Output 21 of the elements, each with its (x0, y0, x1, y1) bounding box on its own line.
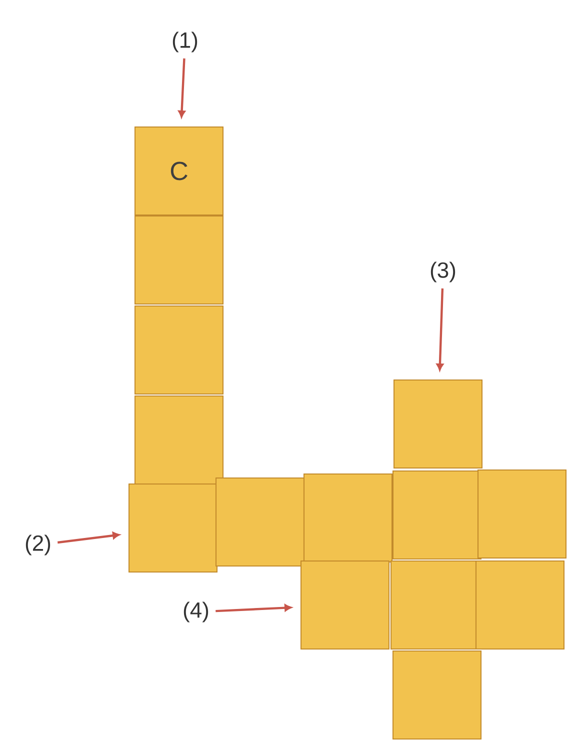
arrow (178, 58, 186, 118)
number-label: (3) (430, 262, 456, 282)
grid-cell: C (134, 126, 224, 216)
arrow (436, 288, 444, 371)
arrow (216, 604, 292, 612)
number-label: (1) (172, 32, 198, 52)
grid-cell (392, 470, 482, 560)
grid-cell (392, 650, 482, 740)
grid-cell (134, 216, 224, 304)
grid-cell (216, 478, 304, 566)
number-label: (2) (26, 534, 50, 556)
grid-cell (134, 306, 224, 394)
grid-cell (478, 470, 566, 558)
grid-cell (304, 474, 392, 562)
grid-cell (128, 484, 218, 572)
number-label: (4) (184, 602, 208, 622)
grid-cell (394, 380, 482, 468)
grid-cell (134, 396, 224, 484)
grid-cell (476, 560, 564, 650)
arrow (57, 532, 120, 544)
grid-cell (300, 560, 390, 650)
